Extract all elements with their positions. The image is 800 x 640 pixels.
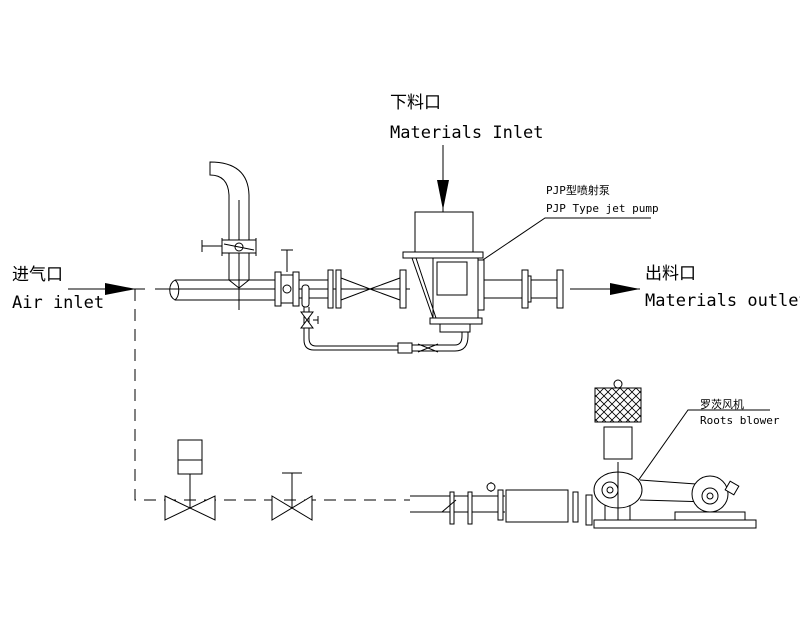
reducer-cone: [340, 277, 401, 301]
butterfly-valve-branch[interactable]: [201, 238, 257, 256]
jet-pump: [399, 211, 485, 333]
motor: [674, 475, 746, 521]
roots-blower-label-cn: 罗茨风机: [700, 397, 744, 411]
solenoid-valve[interactable]: [164, 439, 216, 521]
silencer: [505, 489, 593, 526]
air-filter: [594, 379, 642, 460]
bypass-line: [301, 284, 469, 354]
jet-pump-label-en: PJP Type jet pump: [546, 202, 659, 215]
air-inlet-label-cn: 进气口: [12, 265, 63, 285]
flange: [327, 269, 342, 309]
air-inlet-label-en: Air inlet: [12, 293, 104, 313]
butterfly-valve-main[interactable]: [274, 249, 300, 307]
air-supply-dashed-line: [134, 289, 410, 501]
manual-valve[interactable]: [271, 472, 313, 521]
materials-inlet-label-cn: 下料口: [390, 93, 441, 113]
blower-outlet-pipe: [410, 482, 505, 525]
materials-outlet-arrow: [570, 283, 640, 295]
materials-outlet-label-cn: 出料口: [645, 264, 696, 284]
materials-outlet-label-en: Materials outlet: [645, 291, 800, 311]
jet-pump-leader: [464, 217, 651, 273]
air-inlet-arrow: [68, 283, 145, 295]
roots-blower-label-en: Roots blower: [700, 414, 780, 427]
outlet-pipe: [484, 269, 564, 309]
blower-base: [593, 519, 757, 529]
jet-pump-label-cn: PJP型喷射泵: [546, 183, 610, 197]
vertical-branch-pipe: [209, 161, 250, 310]
bypass-valve[interactable]: [300, 311, 319, 329]
roots-blower: [593, 462, 643, 520]
materials-inlet-label-en: Materials Inlet: [390, 123, 544, 143]
roots-blower-leader: [627, 409, 770, 496]
